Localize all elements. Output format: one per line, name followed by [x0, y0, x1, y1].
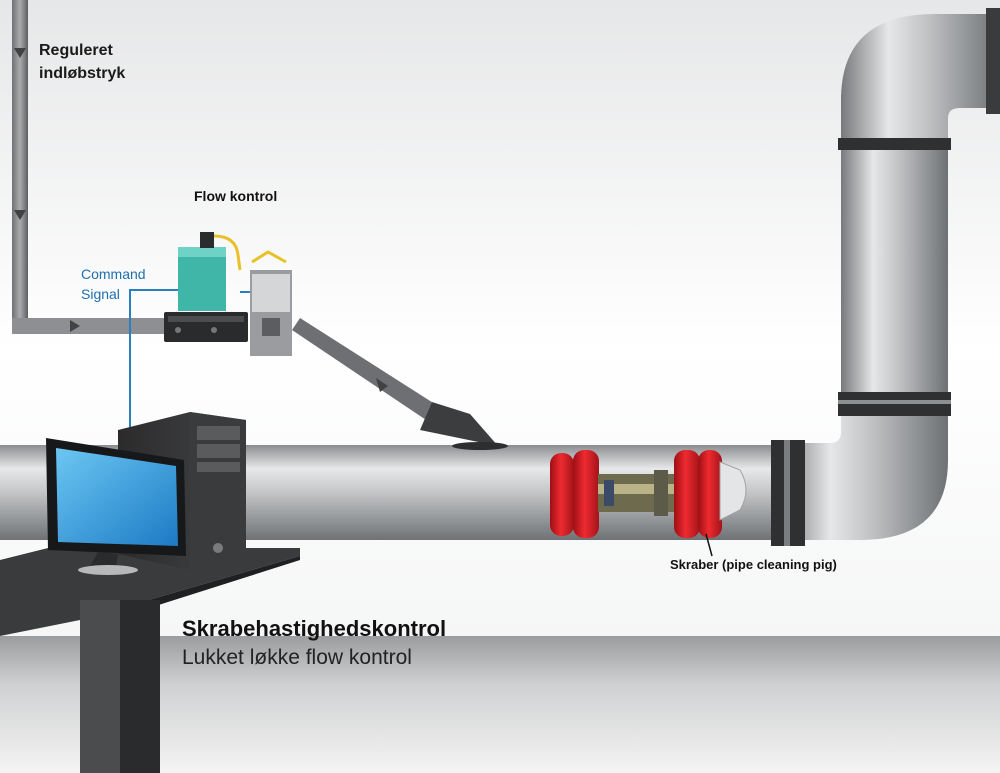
- pig-body-shine: [598, 484, 676, 494]
- actuator-cable: [213, 234, 242, 271]
- pig-cup-4: [698, 450, 722, 538]
- command-signal-label-line1: Command: [81, 266, 146, 282]
- regulated-supply-label-line2: indløbstryk: [39, 65, 126, 82]
- flow-arrow: [376, 378, 388, 392]
- actuator-top: [178, 247, 226, 257]
- pig-cup-3: [674, 450, 700, 538]
- injection-opening: [452, 442, 508, 450]
- supply-tube-horizontal: [12, 318, 172, 334]
- injection-tube: [292, 318, 460, 436]
- diagram-title: Skrabehastighedskontrol: [182, 616, 447, 641]
- pig-cup-1: [550, 453, 574, 536]
- top-flange: [986, 8, 1000, 114]
- pig-nose: [719, 461, 747, 521]
- pig-leader-line: [705, 533, 713, 557]
- command-signal-label: Command Signal: [81, 264, 146, 304]
- command-signal-label-line2: Signal: [81, 286, 120, 302]
- supply-arrow-right: [70, 320, 80, 332]
- valve-port: [262, 318, 280, 336]
- monitor-stand: [90, 552, 118, 566]
- diagram-subtitle: Lukket løkke flow kontrol: [182, 646, 412, 669]
- valve-cable: [251, 250, 287, 264]
- valve-nameplate: [252, 274, 290, 312]
- supply-arrow-down-1: [14, 48, 26, 58]
- tower-drive-1: [197, 426, 240, 440]
- valve-bolt-1: [175, 327, 181, 333]
- supply-tube-vertical: [12, 0, 28, 330]
- valve-bolt-2: [211, 327, 217, 333]
- top-elbow: [841, 14, 1000, 140]
- valve-base-top: [168, 316, 244, 322]
- floor-band: [0, 636, 1000, 773]
- supply-tube-bend: [12, 318, 28, 334]
- pipe-band-upper: [838, 138, 951, 150]
- tower-power-icon: [213, 543, 223, 553]
- tower-drive-3: [197, 462, 240, 472]
- regulated-supply-label-line1: Reguleret: [39, 42, 113, 59]
- flange-highlight: [784, 440, 790, 546]
- monitor-screen: [56, 448, 178, 546]
- pig-cup-2: [573, 450, 599, 538]
- pig-label: Skraber (pipe cleaning pig): [670, 557, 837, 572]
- command-signal-line: [129, 289, 178, 430]
- pig-magnet-2: [654, 470, 668, 516]
- monitor-base: [78, 565, 138, 575]
- supply-arrow-down-2: [14, 210, 26, 220]
- pipe-band-highlight: [838, 400, 951, 404]
- regulated-supply-label: Reguleret indløbstryk: [39, 39, 125, 85]
- bottom-elbow: [780, 410, 948, 540]
- pig-magnet-1: [604, 480, 614, 506]
- tower-drive-2: [197, 444, 240, 458]
- injection-nozzle: [420, 402, 498, 446]
- flow-control-actuator: [178, 247, 226, 311]
- actuator-connector: [200, 232, 214, 248]
- flow-control-label: Flow kontrol: [194, 188, 278, 204]
- desk-leg-shade: [120, 600, 160, 773]
